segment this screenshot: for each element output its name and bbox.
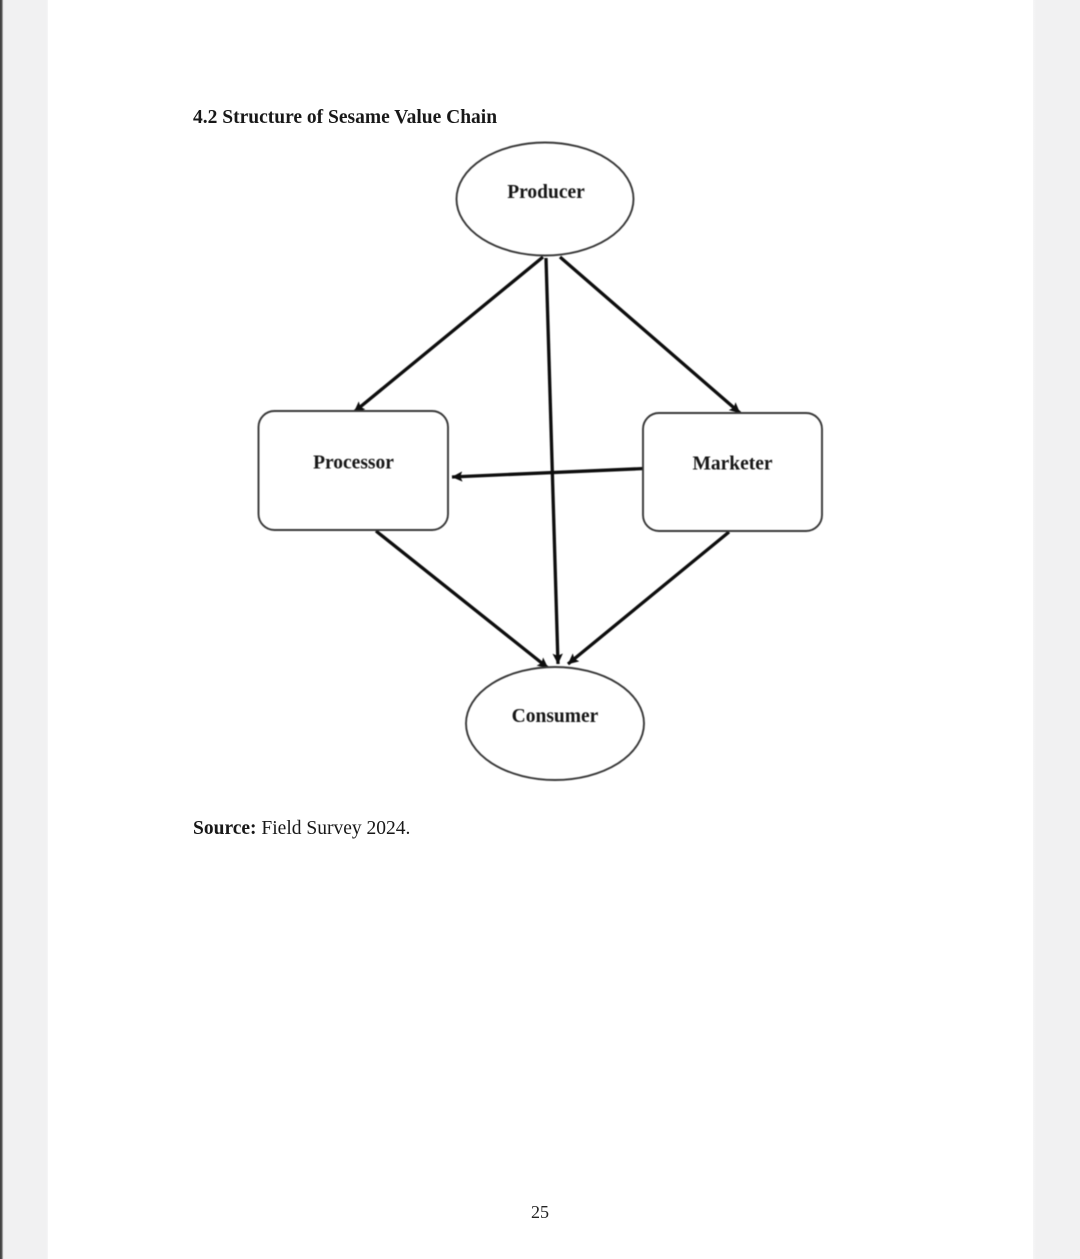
svg-text:Consumer: Consumer (512, 706, 599, 727)
svg-text:Producer: Producer (507, 182, 585, 203)
svg-text:Processor: Processor (313, 453, 394, 474)
svg-text:Marketer: Marketer (692, 454, 772, 475)
